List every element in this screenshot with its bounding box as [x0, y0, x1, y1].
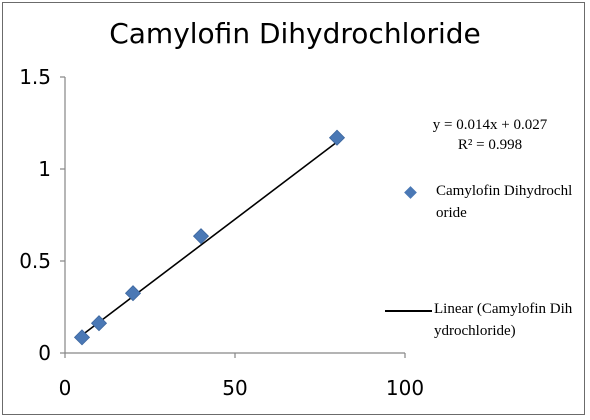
data-point-diamond: [124, 285, 142, 302]
y-tick-label: 1: [38, 157, 51, 181]
chart-frame: [2, 2, 585, 415]
legend-trendline-label: Linear (Camylofin Dihydrochloride): [434, 301, 573, 339]
x-tick-label: 100: [386, 376, 424, 400]
legend-line-icon: [385, 310, 432, 312]
x-tick-label: 50: [222, 376, 247, 400]
y-tick-label: 0: [38, 341, 51, 365]
trendline: [81, 141, 338, 336]
data-point-diamond: [90, 315, 108, 332]
legend-entry-trendline: Linear (Camylofin Dihydrochloride): [380, 298, 585, 398]
legend-entry-series: Camylofin Dihydrochloride: [395, 180, 585, 260]
x-tick-label: 0: [59, 376, 72, 400]
y-tick-label: 1.5: [19, 65, 51, 89]
r-squared-text: R² = 0.998: [457, 137, 523, 153]
chart-title: Camylofin Dihydrochloride: [109, 17, 481, 50]
legend-diamond-marker-icon: [404, 186, 417, 199]
regression-equation: y = 0.014x + 0.027 R² = 0.998: [400, 115, 580, 155]
legend-series-label: Camylofin Dihydrochloride: [436, 183, 573, 221]
data-point-diamond: [73, 329, 91, 346]
equation-text: y = 0.014x + 0.027: [432, 117, 548, 133]
data-point-diamond: [192, 228, 210, 245]
y-tick-label: 0.5: [19, 249, 51, 273]
data-point-diamond: [328, 129, 346, 146]
